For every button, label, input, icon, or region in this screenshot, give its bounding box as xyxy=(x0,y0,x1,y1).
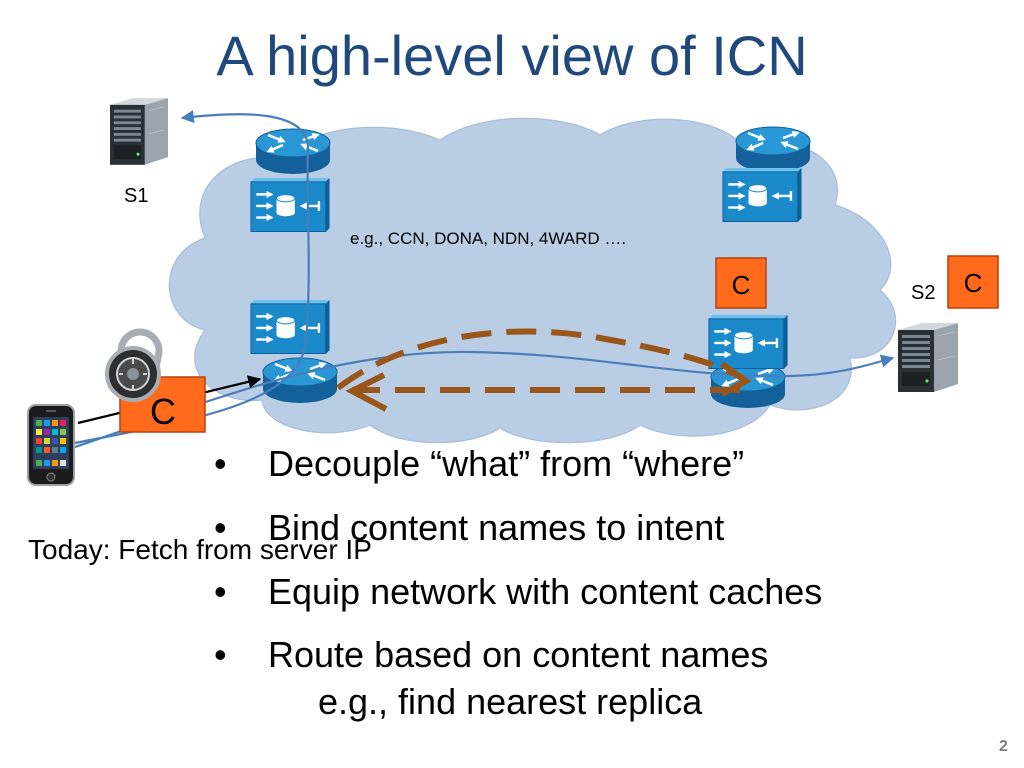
router-icon xyxy=(256,129,330,174)
dashed-route xyxy=(336,328,752,412)
bullet-marker: • xyxy=(214,443,227,484)
flow-to-s1 xyxy=(74,110,310,445)
cache-node-icon xyxy=(708,315,787,369)
content-box-label: C xyxy=(150,391,176,432)
cloud-label: e.g., CCN, DONA, NDN, 4WARD …. xyxy=(350,229,626,248)
slide-title: A high-level view of ICN xyxy=(216,24,808,87)
cache-node-icon xyxy=(250,300,329,354)
page-number: 2 xyxy=(999,738,1008,755)
server-s2-label: S2 xyxy=(911,282,935,304)
today-note: Today: Fetch from server IP xyxy=(28,534,372,565)
bullet-text: Route based on content names xyxy=(268,634,769,675)
bullet-text: Equip network with content caches xyxy=(268,571,823,612)
content-box-label: C xyxy=(964,268,983,298)
bullet-subtext: e.g., find nearest replica xyxy=(318,681,703,722)
server-s1-label: S1 xyxy=(124,185,148,207)
bullet-item: • Decouple “what” from “where” xyxy=(0,446,1024,482)
flow-to-s2 xyxy=(74,350,895,449)
padlock-icon xyxy=(105,328,163,402)
bullet-text: Decouple “what” from “where” xyxy=(268,443,745,484)
content-box-network: C xyxy=(715,257,767,309)
cache-node-icon xyxy=(722,168,801,222)
bullet-item: • Bind content names to intent xyxy=(0,510,1024,546)
phone-icon xyxy=(27,404,75,486)
bullet-marker: • xyxy=(214,507,227,548)
bullet-text: Bind content names to intent xyxy=(268,507,725,548)
router-icon xyxy=(736,127,810,172)
server-icon xyxy=(897,322,959,392)
bullet-item: • Equip network with content caches xyxy=(0,574,1024,610)
server-icon xyxy=(110,97,168,165)
bullet-marker: • xyxy=(214,571,227,612)
bullet-marker: • xyxy=(214,634,227,675)
router-icon xyxy=(711,363,785,408)
content-box-label: C xyxy=(732,270,751,300)
cache-node-icon xyxy=(250,178,329,232)
bullet-item: • Route based on content names xyxy=(0,637,1024,673)
content-box-s2: C xyxy=(947,255,999,309)
